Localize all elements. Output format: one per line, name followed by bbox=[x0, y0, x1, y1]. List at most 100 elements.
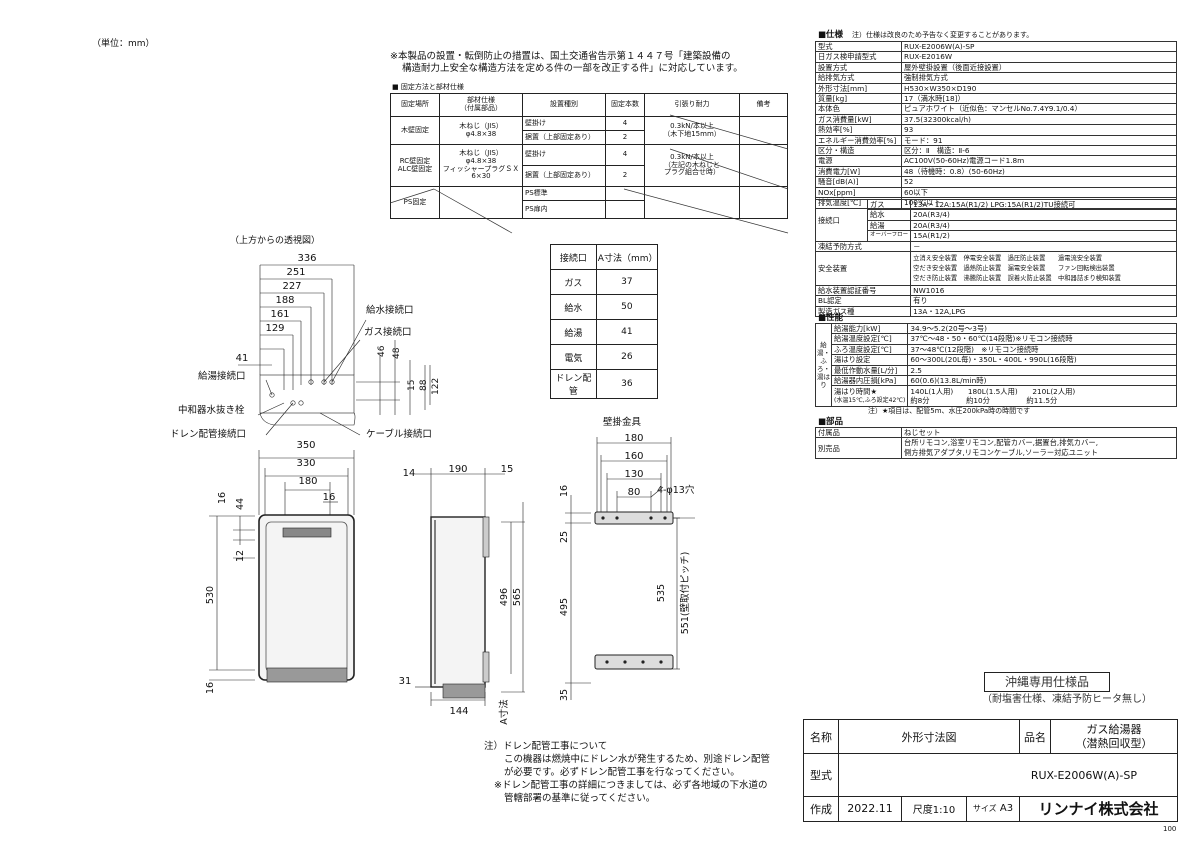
side-vdim: 496 bbox=[499, 588, 510, 606]
note-line: 管轄部署の基準に従ってください。 bbox=[504, 793, 656, 804]
spec-value: 52 bbox=[901, 176, 1177, 188]
spec-key: 給排気方式 bbox=[815, 72, 902, 84]
spec-value: 13A・12A,LPG bbox=[910, 305, 1177, 318]
bracket-vdim: 16 bbox=[559, 485, 570, 497]
bracket-top-rail bbox=[594, 511, 674, 525]
spec-conn-value: 13A・12A:15A(R1/2) LPG:15A(R1/2)TU接続可 bbox=[910, 198, 1177, 211]
spec-value: 93 bbox=[901, 124, 1177, 136]
fix-count bbox=[605, 200, 645, 219]
conn-a: 36 bbox=[595, 369, 659, 399]
side-dim: 14 bbox=[403, 468, 416, 479]
spec-key: エネルギー消費効率[%] bbox=[815, 134, 902, 147]
spec-key: 給水装置認証番号 bbox=[814, 285, 912, 297]
spec-conn-value: 15A(R1/2) bbox=[910, 230, 1177, 242]
note-line: が必要です。必ずドレン配管工事を行なってください。 bbox=[504, 767, 740, 778]
front-dim: 16 bbox=[323, 492, 336, 503]
company-name: リンナイ株式会社 bbox=[1019, 795, 1178, 823]
bracket-vdim: 495 bbox=[559, 598, 570, 616]
title-model-value: RUX-E2006W(A)-SP bbox=[838, 753, 1178, 797]
safety-line: 空だき防止装置 沸騰防止装置 誤着火防止装置 中和器詰まり検知装置 bbox=[913, 275, 1121, 283]
side-bottom-fittings bbox=[442, 683, 486, 699]
heater-front-body bbox=[258, 514, 355, 681]
top-dim: 161 bbox=[270, 309, 289, 320]
title-product-value: ガス給湯器 （潜熱回収型） bbox=[1050, 718, 1178, 755]
conn-a: 26 bbox=[595, 344, 659, 370]
top-label: ドレン配管接続口 bbox=[170, 428, 246, 440]
spec-value: － bbox=[910, 240, 1177, 253]
conn-a: 41 bbox=[595, 319, 659, 345]
spec-key: 凍結予防方式 bbox=[814, 240, 912, 253]
spec-value: 48（待機時：0.8）(50-60Hz) bbox=[901, 165, 1177, 178]
perf-value: 60～300L(20L毎)・350L・400L・990L(16段階) bbox=[907, 354, 1177, 366]
parts-value: 側方排気アダプタ,リモコンケーブル,ソーラー対応ユニット bbox=[904, 448, 1098, 458]
okinawa-title-box: 沖縄専用仕様品 bbox=[984, 672, 1110, 692]
top-label: 給水接続口 bbox=[366, 304, 414, 316]
parts-value: 台所リモコン,浴室リモコン,配管カバー,据置台,排気カバー, bbox=[904, 438, 1099, 448]
fix-note bbox=[739, 186, 788, 219]
spec-key: 日ガス検申請型式 bbox=[815, 51, 902, 63]
top-dim: 129 bbox=[265, 323, 284, 334]
okinawa-subtitle: （耐塩害仕様、凍結予防ヒータ無し） bbox=[982, 694, 1152, 705]
perf-value: 37～48℃(12段階) ※リモコン接続時 bbox=[907, 343, 1177, 356]
perf-key: 給湯温度設定[℃] bbox=[830, 333, 909, 345]
title-date: 2022.11 bbox=[838, 795, 902, 823]
front-vdim: 530 bbox=[205, 586, 216, 604]
perf-time-sub: (水温15℃,ふろ設定42℃) bbox=[834, 397, 906, 405]
spec-value: RUX-E2006W(A)-SP bbox=[901, 40, 1177, 53]
top-dim: 336 bbox=[297, 253, 316, 264]
side-bracket-bottom bbox=[482, 651, 490, 683]
spec-conn-value: 20A(R3/4) bbox=[910, 209, 1177, 221]
spec-conn-key: ガス bbox=[866, 198, 912, 211]
parts-key: 付属品 bbox=[815, 426, 902, 439]
notice-line-1: ※本製品の設置・転倒防止の措置は、国土交通省告示第１４４７号「建築設備の bbox=[390, 51, 731, 62]
spec-value: 強制排気方式 bbox=[901, 72, 1177, 84]
fix-type: PS扉内 bbox=[522, 200, 606, 219]
perf-key: 湯はり設定 bbox=[830, 354, 909, 366]
bracket-dim: 180 bbox=[624, 433, 643, 444]
spec-value: AC100V(50-60Hz)電源コード1.8m bbox=[901, 155, 1177, 167]
spec-key: 騒音[dB(A)] bbox=[815, 176, 902, 188]
page-code: 100 bbox=[1163, 825, 1177, 833]
title-name-label: 名称 bbox=[803, 718, 839, 755]
perf-time-line: 約8分 約10分 約11.5分 bbox=[910, 396, 1058, 406]
top-vdim: 46 bbox=[377, 345, 387, 357]
parts-key: 別売品 bbox=[815, 437, 902, 460]
spec-key: 質量[kg] bbox=[815, 93, 902, 105]
perf-time-line: 140L(1人用) 180L(1.5人用) 210L(2人用) bbox=[910, 387, 1076, 397]
conn-port: ドレン配管 bbox=[550, 369, 597, 399]
side-dim: 144 bbox=[449, 706, 468, 717]
fix-part: 木ねじ（JIS） φ4.8×38 フィッシャープラグＳＸ 6×30 bbox=[439, 144, 523, 187]
conn-port: 給水 bbox=[550, 294, 597, 320]
title-made-label: 作成 bbox=[803, 795, 839, 823]
front-vdim: 16 bbox=[217, 492, 228, 504]
front-dim: 330 bbox=[296, 458, 315, 469]
front-vdim: 12 bbox=[235, 550, 246, 562]
spec-conn-key: 給水 bbox=[866, 209, 912, 221]
fix-table-title: ■ 固定方法と部材仕様 bbox=[392, 83, 464, 91]
spec-key: BL認定 bbox=[814, 295, 912, 307]
spec-value: H530×W350×D190 bbox=[901, 82, 1177, 95]
title-scale: 1:10 bbox=[932, 805, 956, 817]
bracket-pitch: 551(壁取付ピッチ) bbox=[679, 552, 691, 635]
perf-time-note: 注）★項目は、配管5m、水圧200kPa時の時間です bbox=[868, 407, 1031, 415]
fix-method-table: 固定場所 部材仕様 （付属部品） 設置種別 固定本数 引張り耐力 備考 木壁固定… bbox=[390, 93, 788, 219]
perf-key: 最低作動水量[L/分] bbox=[830, 364, 909, 377]
title-scale-label: 尺度 bbox=[912, 805, 933, 817]
fix-table-hatches bbox=[390, 114, 789, 234]
spec-key: 外形寸法[mm] bbox=[815, 82, 902, 95]
conn-port: 電気 bbox=[550, 344, 597, 370]
spec-key: 本体色 bbox=[815, 103, 902, 115]
perf-time-label: 湯はり時間★ bbox=[834, 387, 878, 397]
spec-header: ■仕様 bbox=[818, 30, 844, 40]
perf-key: 給湯器内圧損[kPa] bbox=[830, 375, 909, 387]
top-label: 給湯接続口 bbox=[198, 370, 246, 382]
bracket-bottom-rail bbox=[594, 654, 674, 670]
spec-value: NW1016 bbox=[910, 285, 1177, 297]
spec-note: 注）仕様は改良のため予告なく変更することがあります。 bbox=[852, 31, 1034, 39]
perf-value: 2.5 bbox=[907, 364, 1177, 377]
perf-value: 60(0.6)(13.8L/min時) bbox=[907, 375, 1177, 387]
heater-side-body bbox=[430, 516, 486, 688]
top-dim: 227 bbox=[282, 281, 301, 292]
bracket-vdim: 535 bbox=[656, 584, 667, 602]
